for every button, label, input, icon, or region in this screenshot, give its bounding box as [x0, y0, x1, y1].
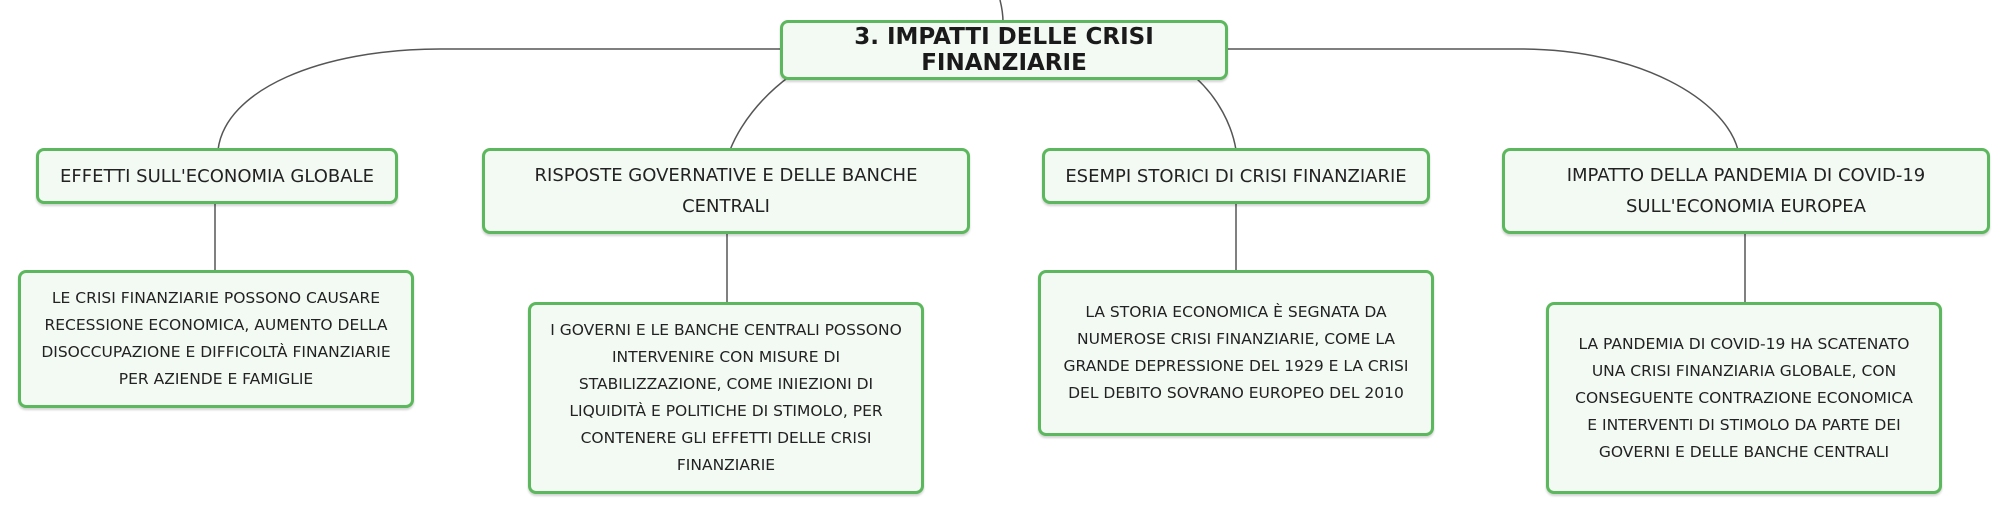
branch-topic-label: RISPOSTE GOVERNATIVE E DELLE BANCHE CENT…: [534, 165, 918, 217]
connector-root-to-branch-1: [217, 48, 782, 151]
detail-covid[interactable]: LA PANDEMIA DI COVID-19 HA SCATENATO UNA…: [1546, 302, 1942, 494]
connector-root-to-branch-4: [1226, 48, 1739, 151]
branch-topic-esempi[interactable]: ESEMPI STORICI DI CRISI FINANZIARIE: [1042, 148, 1430, 204]
detail-esempi[interactable]: LA STORIA ECONOMICA È SEGNATA DA NUMEROS…: [1038, 270, 1434, 436]
detail-label: LE CRISI FINANZIARIE POSSONO CAUSARE REC…: [41, 289, 391, 388]
detail-label: LA PANDEMIA DI COVID-19 HA SCATENATO UNA…: [1575, 334, 1913, 461]
detail-effetti[interactable]: LE CRISI FINANZIARIE POSSONO CAUSARE REC…: [18, 270, 414, 408]
branch-topic-label: ESEMPI STORICI DI CRISI FINANZIARIE: [1065, 165, 1407, 187]
detail-label: I GOVERNI E LE BANCHE CENTRALI POSSONO I…: [550, 321, 902, 474]
branch-topic-risposte[interactable]: RISPOSTE GOVERNATIVE E DELLE BANCHE CENT…: [482, 148, 970, 234]
branch-topic-label: EFFETTI SULL'ECONOMIA GLOBALE: [60, 165, 374, 187]
branch-topic-effetti[interactable]: EFFETTI SULL'ECONOMIA GLOBALE: [36, 148, 398, 204]
detail-label: LA STORIA ECONOMICA È SEGNATA DA NUMEROS…: [1063, 303, 1409, 402]
branch-topic-covid[interactable]: IMPATTO DELLA PANDEMIA DI COVID-19 SULL'…: [1502, 148, 1990, 234]
root-topic-label: 3. IMPATTI DELLE CRISI FINANZIARIE: [854, 24, 1154, 76]
connector-root-to-branch-3: [1195, 77, 1237, 151]
connector-root-to-branch-2: [729, 75, 791, 151]
connector-parent-to-root: [999, 0, 1004, 23]
detail-risposte[interactable]: I GOVERNI E LE BANCHE CENTRALI POSSONO I…: [528, 302, 924, 494]
root-topic[interactable]: 3. IMPATTI DELLE CRISI FINANZIARIE: [780, 20, 1228, 80]
branch-topic-label: IMPATTO DELLA PANDEMIA DI COVID-19 SULL'…: [1566, 165, 1926, 217]
